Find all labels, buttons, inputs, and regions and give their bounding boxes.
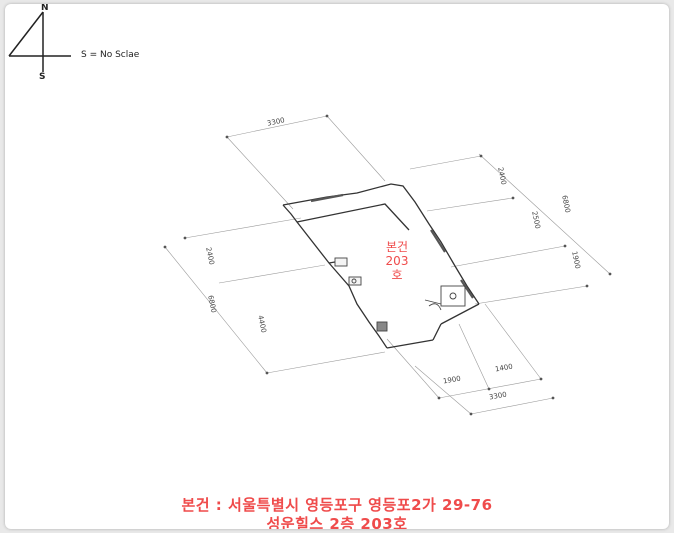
- building-caption: 성운힐스 2층 203호: [266, 515, 408, 529]
- south-label: S: [39, 72, 46, 82]
- address-caption: 본건 : 서울특별시 영등포구 영등포2가 29-76: [181, 496, 493, 514]
- bathroom: [424, 285, 466, 311]
- north-label: N: [41, 4, 49, 13]
- window-marks: [310, 193, 474, 299]
- dimension-ticks: [163, 114, 612, 416]
- unit-label-line2: 203: [385, 254, 409, 268]
- unit-label-line1: 본건: [385, 240, 409, 254]
- drawing-frame: N S S = No Sclae 본건 203 호 3300 2400 2500…: [5, 4, 669, 529]
- kitchen-fixtures: [334, 257, 388, 332]
- unit-label-line3: 호: [391, 268, 403, 282]
- floor-plan: [8, 11, 612, 416]
- unit-label: 본건 203 호: [379, 240, 415, 282]
- dimension-lines: [164, 115, 611, 415]
- compass-icon: [8, 11, 71, 72]
- unit-walls: [282, 183, 480, 349]
- scale-note: S = No Sclae: [81, 50, 140, 60]
